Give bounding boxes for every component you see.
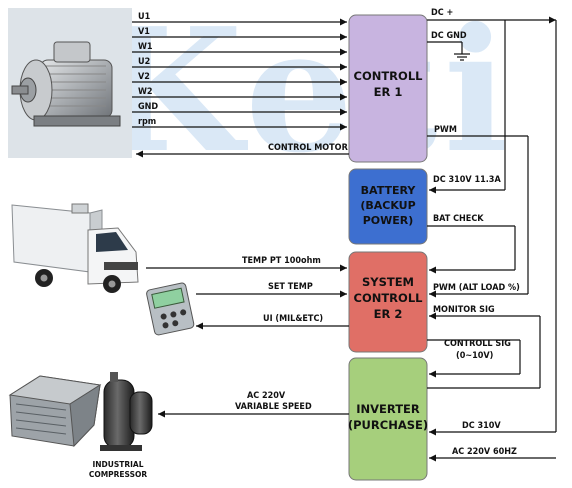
ac-220v-60hz-label: AC 220V 60HZ (452, 447, 517, 457)
refrigerated-truck-image (11, 203, 139, 293)
motor-signal-label-7: rpm (138, 117, 156, 127)
motor-signal-label-0: U1 (138, 12, 151, 22)
motor-signal-label-4: V2 (138, 72, 150, 82)
inverter-unit-image (8, 375, 102, 448)
system-controller2-label-line1: SYSTEM (362, 275, 414, 289)
inverter-label-line1: INVERTER (356, 402, 420, 416)
dc-gnd-connection: DC GND (427, 31, 470, 61)
set-temp-arrow: SET TEMP (196, 282, 347, 298)
dc-gnd-label: DC GND (431, 31, 467, 41)
control-motor-arrow: CONTROL MOTOR (136, 143, 349, 158)
controller1-label-line2: ER 1 (374, 85, 403, 99)
battery-label-line2: (BACKUP (360, 199, 415, 212)
ui-output-arrow: UI (MIL&ETC) (196, 314, 349, 330)
pwm-alt-load-label: PWM (ALT LOAD %) (433, 283, 520, 293)
motor-signal-label-3: U2 (138, 57, 150, 67)
system-controller2-label-line2: CONTROLL (354, 291, 424, 305)
system-controller2-label-line3: ER 2 (374, 307, 403, 321)
dc-310v-label: DC 310V (462, 421, 501, 431)
motor-signal-label-5: W2 (138, 87, 153, 97)
temp-pt-label: TEMP PT 100ohm (242, 256, 321, 266)
controller-device-image (146, 282, 195, 336)
monitor-sig-label: MONITOR SIG (433, 305, 495, 315)
ac-220v-label: AC 220V (247, 391, 286, 401)
motor-signal-label-1: V1 (138, 27, 150, 37)
inverter-block: INVERTER (PURCHASE) (348, 357, 428, 481)
motor-signal-label-6: GND (138, 102, 158, 112)
compressor-caption-line1: INDUSTRIAL (92, 460, 143, 469)
control-motor-label: CONTROL MOTOR (268, 143, 349, 153)
battery-label-line1: BATTERY (361, 184, 417, 197)
bat-check-label: BAT CHECK (433, 214, 484, 224)
dc-plus-label: DC + (431, 8, 453, 18)
ui-label: UI (MIL&ETC) (263, 314, 323, 324)
dc-plus-bus: DC + DC 310V (427, 8, 557, 436)
industrial-compressor-image: INDUSTRIAL COMPRESSOR (89, 372, 153, 479)
motor-signal-label-2: W1 (138, 42, 153, 52)
battery-charge-line: DC 310V 11.3A (429, 20, 506, 194)
variable-speed-label: VARIABLE SPEED (235, 402, 312, 412)
bat-check-line: BAT CHECK (427, 214, 516, 274)
monitor-sig-line: MONITOR SIG (427, 305, 541, 389)
dc-310v-113a-label: DC 310V 11.3A (433, 175, 501, 185)
system-controller2-block: SYSTEM CONTROLL ER 2 (348, 251, 428, 353)
battery-label-line3: POWER) (363, 214, 414, 227)
compressor-caption-line2: COMPRESSOR (89, 470, 148, 479)
pwm-label: PWM (434, 125, 457, 135)
inverter-label-line2: (PURCHASE) (348, 418, 428, 432)
controller1-label-line1: CONTROLL (354, 69, 424, 83)
ac-220v-variable-speed-arrow: AC 220V VARIABLE SPEED (158, 391, 349, 418)
controll-sig-line: CONTROLL SIG (0~10V) (427, 339, 521, 378)
pwm-line: PWM PWM (ALT LOAD %) (427, 125, 529, 298)
controll-sig-label-line1: CONTROLL SIG (444, 339, 511, 349)
controll-sig-label-line2: (0~10V) (456, 351, 493, 361)
controller1-block: CONTROLL ER 1 (348, 14, 428, 163)
temp-pt-arrow: TEMP PT 100ohm (146, 256, 347, 272)
battery-block: BATTERY (BACKUP POWER) (348, 168, 428, 245)
set-temp-label: SET TEMP (268, 282, 313, 292)
watermark: Keti (95, 0, 514, 191)
ac-220v-60hz-input: AC 220V 60HZ (429, 447, 556, 462)
electric-motor-image (8, 8, 132, 158)
